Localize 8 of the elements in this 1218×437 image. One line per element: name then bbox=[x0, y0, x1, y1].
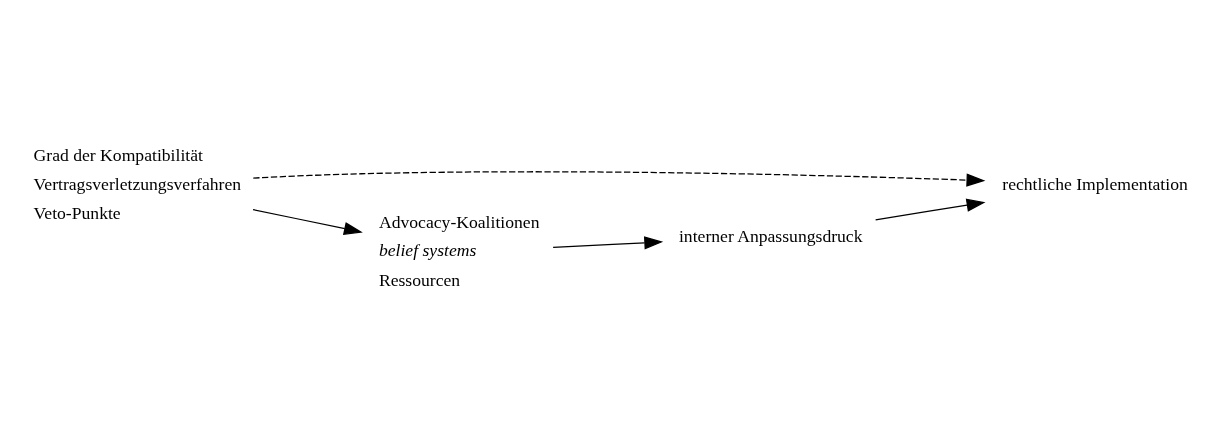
arrow bbox=[252, 208, 363, 236]
arrow bbox=[252, 171, 986, 187]
arrow bbox=[875, 198, 986, 221]
arrow bbox=[552, 236, 664, 250]
node-text: interner Anpassungsdruck bbox=[678, 226, 863, 247]
node-text: Grad der Kompatibilität Vertragsverletzungsverfahren Veto-Punkte bbox=[33, 145, 242, 224]
node-text: Advocacy-Koalitionen belief systems Ressourcen bbox=[378, 212, 540, 291]
node-text: rechtliche Implementation bbox=[1002, 174, 1188, 195]
